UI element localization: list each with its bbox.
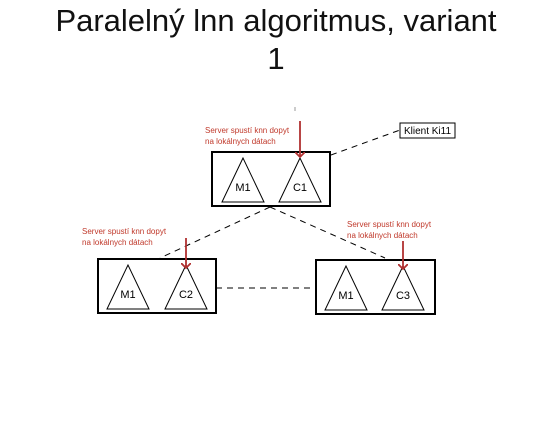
triangle-c2-left [164,263,208,310]
annotation-right: Server spustí knn dopyt na lokálnych dát… [347,220,432,269]
triangle-m1-left [106,263,150,310]
slide-title-line-1: Paralelný lnn algoritmus, variant [55,3,497,38]
triangle-c1-top [278,156,322,203]
annotation-right-line-2: na lokálnych dátach [347,231,418,240]
label-c2-left: C2 [179,289,193,301]
server-node-left: M1 C2 [97,258,217,314]
client-box [399,122,456,139]
triangle-m1-right [324,264,368,311]
annotation-top: Server spustí knn dopyt na lokálnych dát… [205,121,300,157]
server-node-top: M1 C1 [211,151,331,207]
annotation-left-line-1: Server spustí knn dopyt [82,227,167,236]
triangle-c3-right [381,264,425,311]
slide-title: Paralelný lnn algoritmus, variant 1 [0,2,552,78]
client-label: Klient Ki11 [404,126,452,137]
client-node: Klient Ki11 [399,122,456,139]
annotation-right-line-1: Server spustí knn dopyt [347,220,432,229]
label-m1-top: M1 [235,182,250,194]
slide-title-line-2: 1 [267,41,285,76]
annotation-left: Server spustí knn dopyt na lokálnych dát… [82,227,186,268]
annotation-top-line-2: na lokálnych dátach [205,137,276,146]
annotation-left-line-2: na lokálnych dátach [82,238,153,247]
server-node-right: M1 C3 [315,259,436,315]
label-c1-top: C1 [293,182,307,194]
connection-top-left [159,206,271,259]
connection-top-right [269,206,386,259]
annotation-top-line-1: Server spustí knn dopyt [205,126,290,135]
label-m1-right: M1 [338,290,353,302]
connection-client-top [330,129,401,156]
label-m1-left: M1 [120,289,135,301]
triangle-m1-top [221,156,265,203]
label-c3-right: C3 [396,290,410,302]
